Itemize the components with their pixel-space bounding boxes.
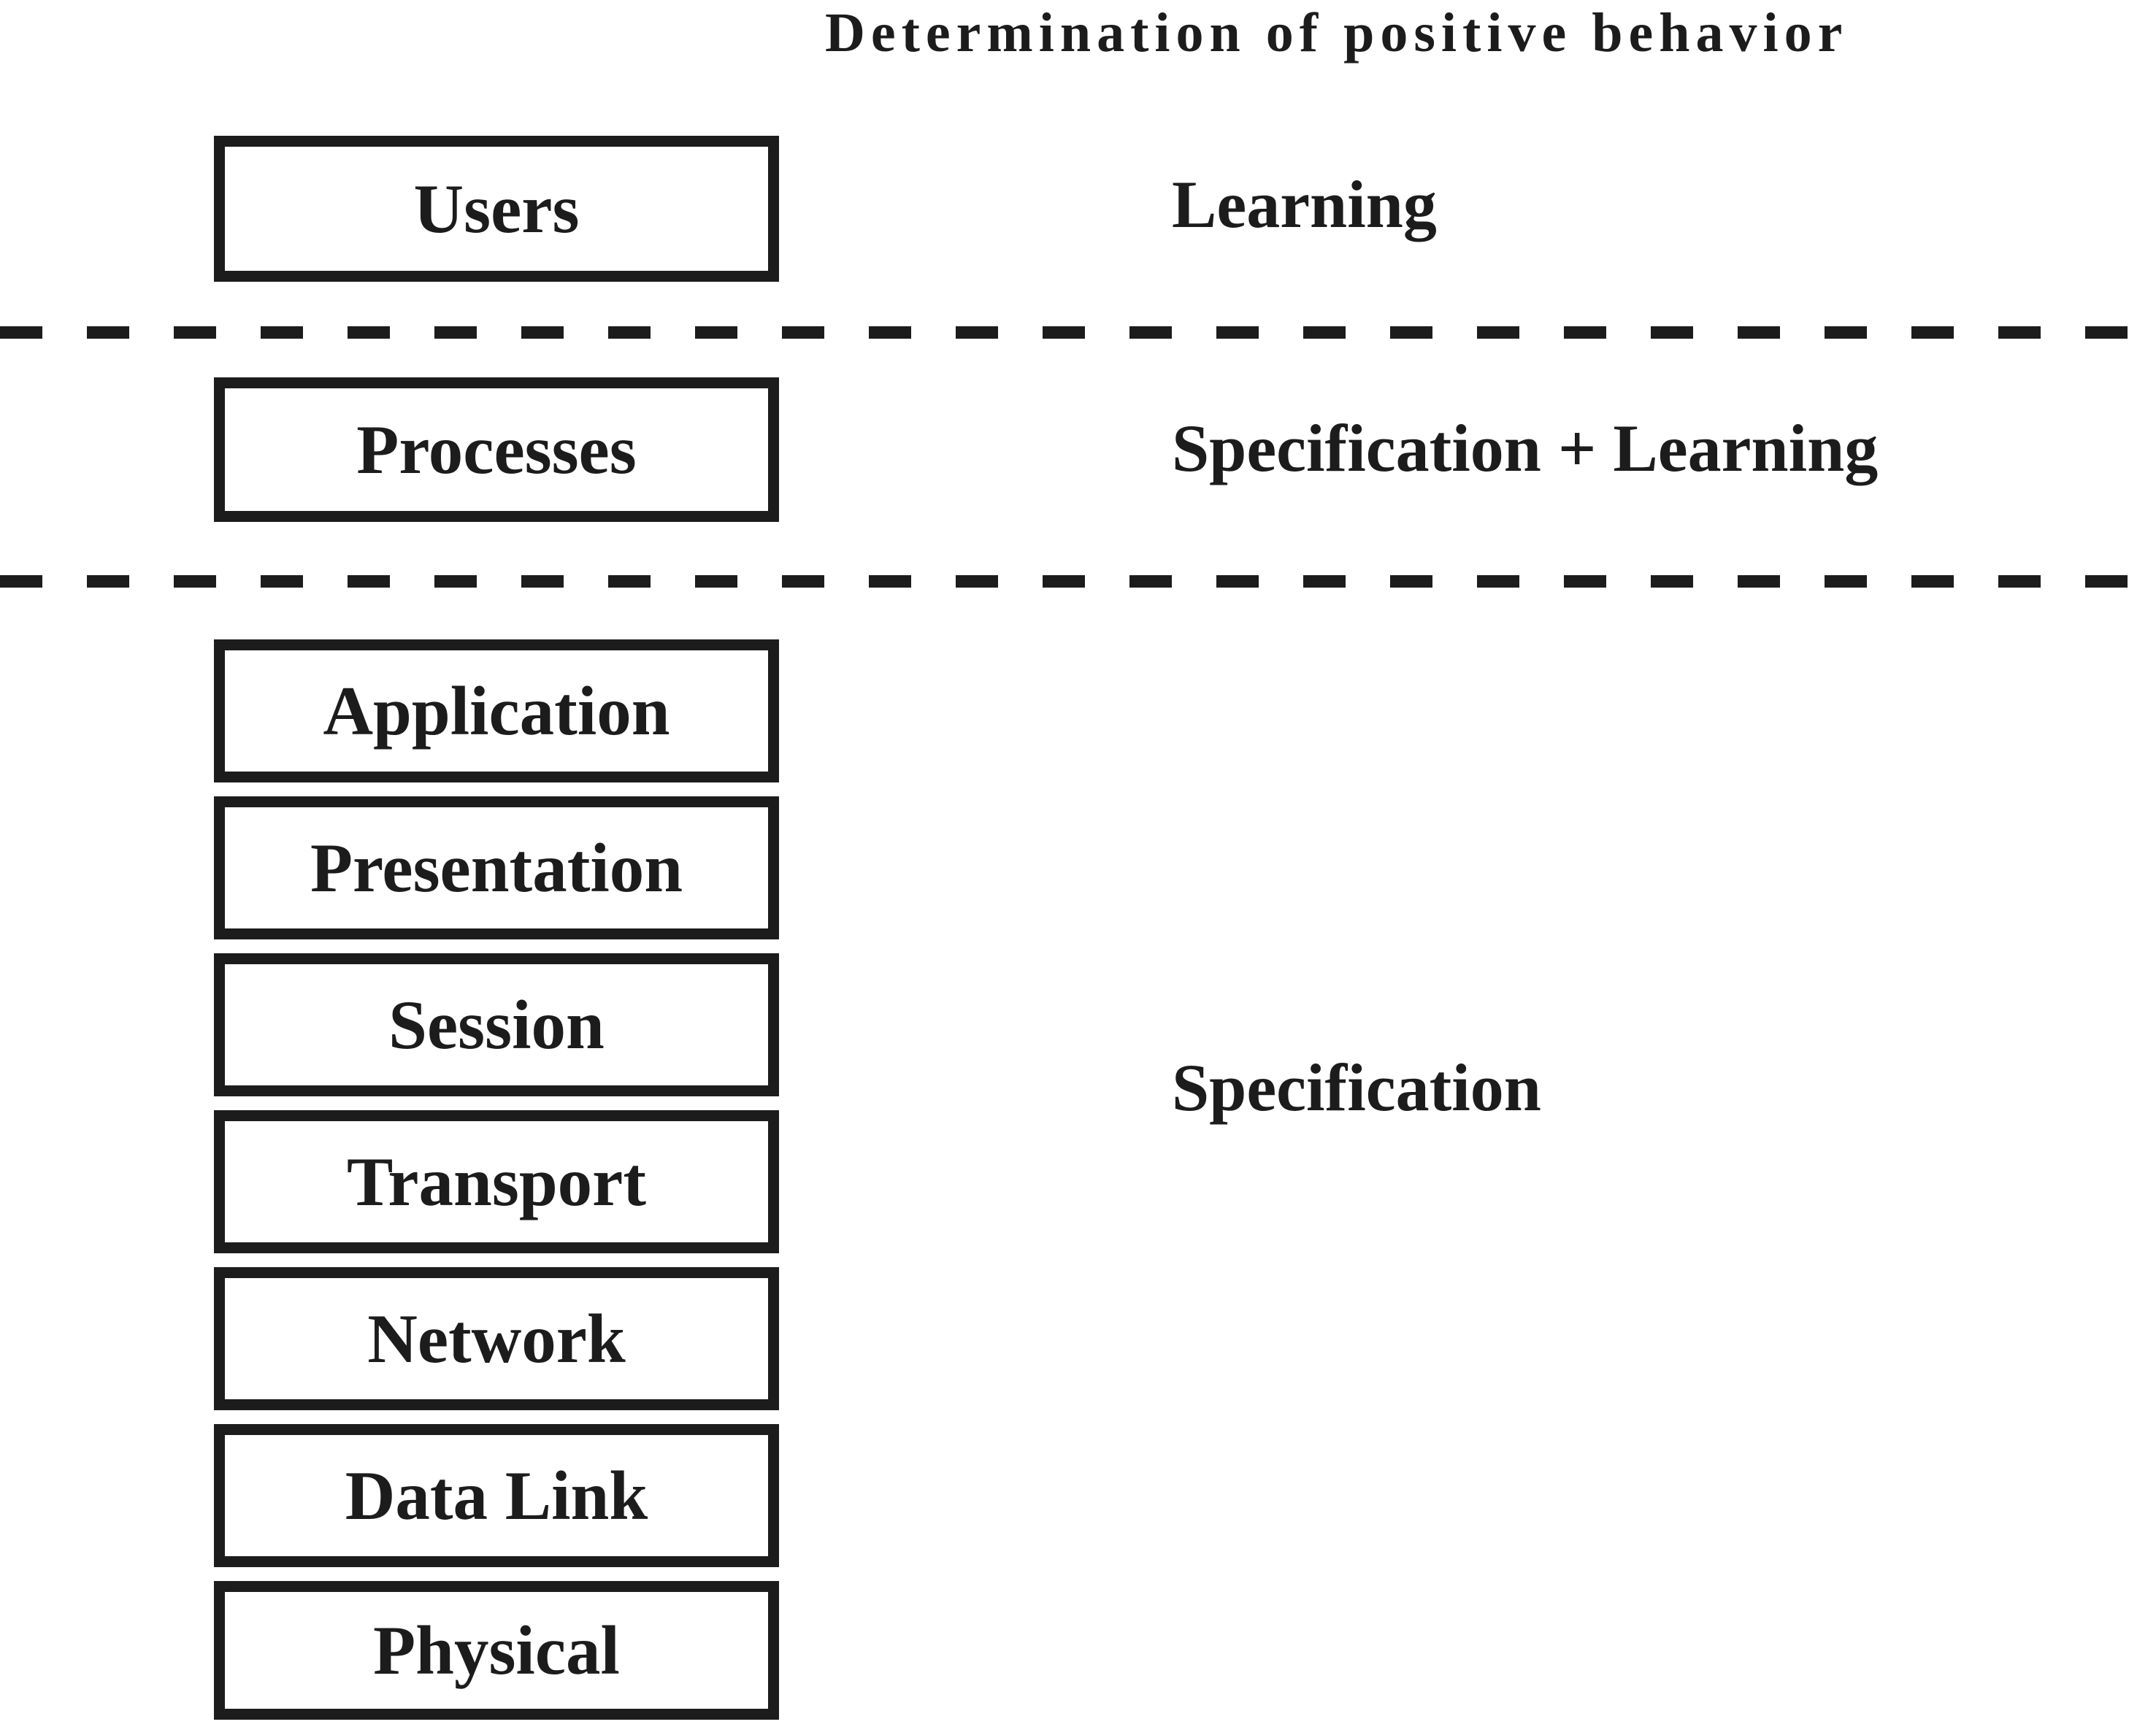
box-data-link: Data Link xyxy=(214,1424,779,1567)
label-learning: Learning xyxy=(1172,167,1437,242)
box-transport-label: Transport xyxy=(347,1142,646,1220)
box-network: Network xyxy=(214,1267,779,1410)
box-session: Session xyxy=(214,953,779,1096)
box-transport: Transport xyxy=(214,1110,779,1253)
box-users-label: Users xyxy=(413,169,580,247)
box-application: Application xyxy=(214,639,779,782)
box-processes-label: Processes xyxy=(356,410,637,488)
box-network-label: Network xyxy=(367,1299,626,1377)
box-application-label: Application xyxy=(323,672,670,750)
dashed-divider-1 xyxy=(0,326,2150,339)
box-physical-label: Physical xyxy=(373,1611,620,1689)
box-presentation: Presentation xyxy=(214,796,779,939)
box-physical: Physical xyxy=(214,1581,779,1720)
label-specification-learning: Specification + Learning xyxy=(1172,411,1879,485)
box-processes: Processes xyxy=(214,377,779,522)
box-presentation-label: Presentation xyxy=(310,828,683,907)
label-specification: Specification xyxy=(1172,1050,1541,1125)
box-users: Users xyxy=(214,136,779,282)
box-data-link-label: Data Link xyxy=(345,1456,648,1534)
figure-title: Determination of positive behavior xyxy=(825,2,1849,64)
dashed-divider-2 xyxy=(0,575,2150,588)
box-session-label: Session xyxy=(388,985,605,1063)
